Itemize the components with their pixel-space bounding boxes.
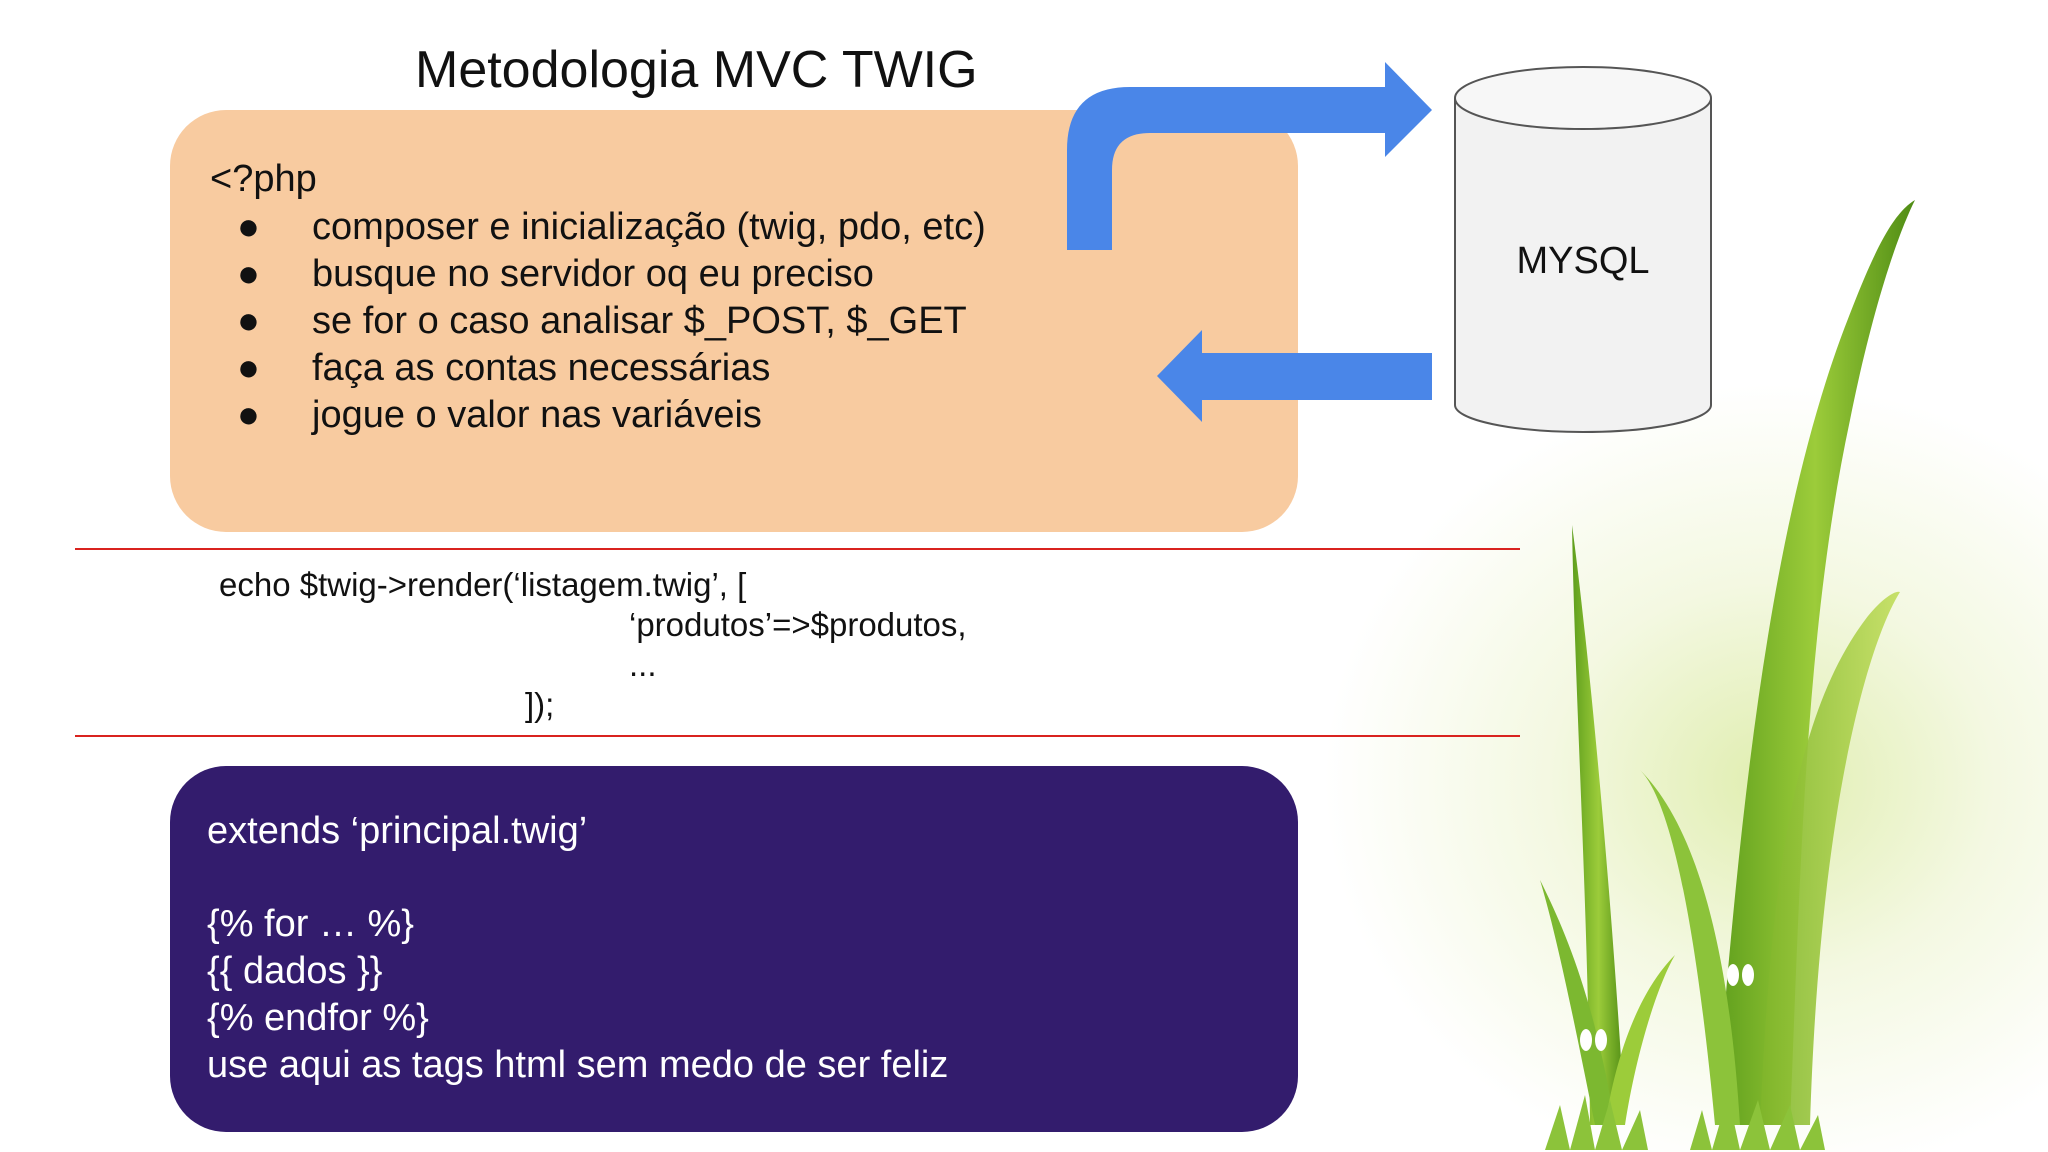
- twig-for-line: {% for … %}: [207, 903, 414, 945]
- arrows-layer: [1067, 62, 1432, 422]
- twig-extends-line: extends ‘principal.twig’: [207, 810, 588, 852]
- render-code-line-4: ]);: [525, 686, 555, 723]
- mysql-database-icon: [1454, 66, 1712, 433]
- bullet-icon: ●: [237, 394, 260, 436]
- step-text: jogue o valor nas variáveis: [312, 394, 762, 436]
- bullet-icon: ●: [237, 347, 260, 389]
- twig-view-box: [170, 766, 1298, 1132]
- render-code-line-2: ‘produtos’=>$produtos,: [629, 606, 967, 643]
- arrow-to-database-icon: [1067, 62, 1432, 250]
- render-code-line-3: ...: [629, 646, 657, 683]
- separator-bottom: [75, 735, 1520, 737]
- step-text: faça as contas necessárias: [312, 347, 771, 389]
- arrow-from-database-icon: [1157, 330, 1432, 422]
- step-text: busque no servidor oq eu preciso: [312, 253, 874, 295]
- list-item: ● jogue o valor nas variáveis: [210, 392, 986, 439]
- separator-top: [75, 548, 1520, 550]
- step-text: composer e inicialização (twig, pdo, etc…: [312, 206, 986, 248]
- grass-illustration: [1540, 200, 1915, 1150]
- php-open-tag: <?php: [210, 158, 317, 200]
- twig-dados-line: {{ dados }}: [207, 950, 383, 992]
- list-item: ● busque no servidor oq eu preciso: [210, 251, 986, 298]
- php-steps-list: ● composer e inicialização (twig, pdo, et…: [210, 204, 986, 439]
- twig-note-line: use aqui as tags html sem medo de ser fe…: [207, 1044, 949, 1086]
- list-item: ● faça as contas necessárias: [210, 345, 986, 392]
- list-item: ● se for o caso analisar $_POST, $_GET: [210, 298, 986, 345]
- twig-endfor-line: {% endfor %}: [207, 997, 429, 1039]
- bullet-icon: ●: [237, 253, 260, 295]
- bullet-icon: ●: [237, 300, 260, 342]
- mysql-label: MYSQL: [1516, 240, 1650, 282]
- list-item: ● composer e inicialização (twig, pdo, et…: [210, 204, 986, 251]
- bullet-icon: ●: [237, 206, 260, 248]
- step-text: se for o caso analisar $_POST, $_GET: [312, 300, 967, 342]
- render-code-line-1: echo $twig->render(‘listagem.twig’, [: [219, 566, 747, 603]
- background-glow: [1320, 380, 2048, 1152]
- page-title: Metodologia MVC TWIG: [415, 41, 978, 99]
